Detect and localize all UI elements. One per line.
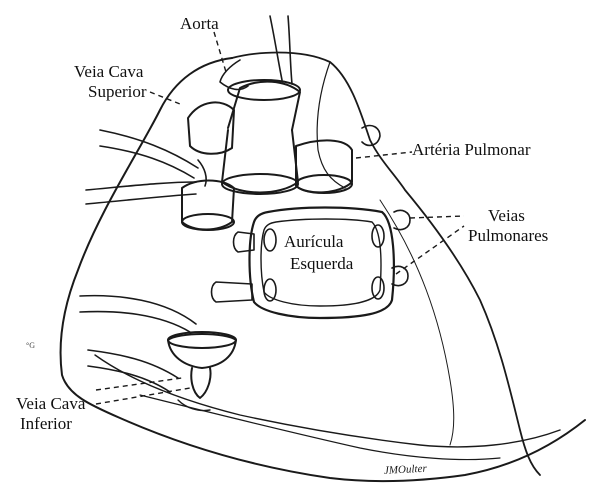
label-left-atrium-line2: Esquerda <box>290 254 353 273</box>
label-pulmonary-veins-line1: Veias <box>488 206 525 225</box>
label-superior-vena-cava-line1: Veia Cava <box>74 62 143 81</box>
aorta-vessel <box>220 16 300 194</box>
label-inferior-vena-cava-line1: Veia Cava <box>16 394 85 413</box>
label-pulmonary-artery: Artéria Pulmonar <box>412 140 531 159</box>
label-pulmonary-veins-line2: Pulmonares <box>468 226 548 245</box>
label-superior-vena-cava-line2: Superior <box>88 82 147 101</box>
inferior-vena-cava-vessel <box>80 296 236 411</box>
label-aorta: Aorta <box>180 14 219 33</box>
superior-vena-cava-vessel <box>86 102 234 230</box>
label-inferior-vena-cava-line2: Inferior <box>20 414 72 433</box>
pulmonary-artery-vessel <box>296 126 380 193</box>
leader-lines <box>96 32 464 404</box>
small-mark: °G <box>26 341 35 350</box>
label-left-atrium-line1: Aurícula <box>284 232 343 251</box>
signature-mark: JMOulter <box>384 463 428 477</box>
